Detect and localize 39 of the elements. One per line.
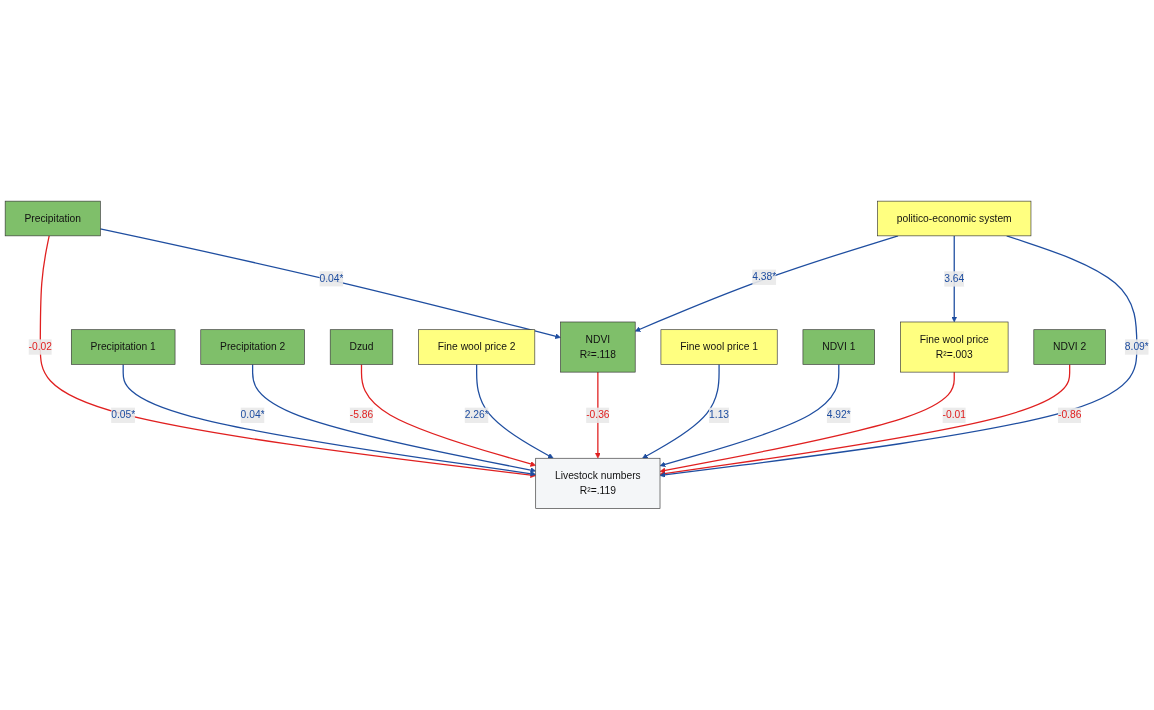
edge-label: -0.02 [28,341,53,353]
node-box: politico-economic system [877,201,1032,237]
node-box: Precipitation 1 [71,329,176,365]
edge-label: -0.01 [942,409,966,421]
arrow [476,364,554,459]
node-box: Fine wool price R²=.003 [900,321,1009,373]
node-box: NDVI 2 [1033,329,1106,365]
edge-label: 2.26* [464,409,489,421]
node-box: Livestock numbers R²=.119 [535,458,661,509]
node-box: Precipitation [4,201,101,237]
arrow [659,364,840,468]
arrow [99,228,561,340]
node-box: Fine wool price 1 [660,329,778,365]
arrow [951,235,958,323]
arrow [252,364,536,474]
edge-label: -0.86 [1057,409,1082,421]
node-box: NDVI 1 [802,329,875,365]
arrow [39,235,536,479]
arrow [122,364,536,477]
edge-label: -5.86 [349,409,374,421]
arrow [659,235,1138,478]
arrow [659,364,1071,477]
arrow [595,371,601,459]
edge-label: 0.04* [319,273,344,285]
edge-label: -0.36 [586,409,610,421]
node-box: Precipitation 2 [200,329,305,365]
node-box: Dzud [329,329,394,365]
edge-label: 0.04* [240,409,265,421]
edge-label: 4.92* [826,409,851,421]
edge-label: 4.38* [752,271,777,283]
arrow [642,364,720,459]
edge-label: 1.13 [709,409,730,421]
edge-label: 3.64 [944,273,965,285]
arrow [659,371,955,474]
node-box: Fine wool price 2 [418,329,536,365]
arrow [360,364,536,467]
edge-label: 8.09* [1124,341,1149,353]
edge-label: 0.05* [111,409,136,421]
node-box: NDVI R²=.118 [560,321,636,373]
